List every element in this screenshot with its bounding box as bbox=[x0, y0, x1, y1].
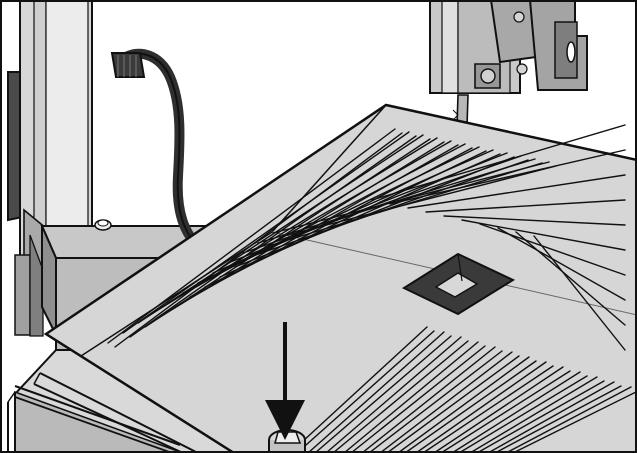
right-table-slot bbox=[425, 199, 626, 213]
right-table-slot bbox=[407, 174, 626, 209]
miter-slot-rail bbox=[7, 372, 199, 453]
table-slots bbox=[107, 124, 637, 453]
throat-plate bbox=[401, 252, 516, 316]
lower-table-slot bbox=[505, 386, 632, 453]
base-bolt bbox=[94, 219, 112, 231]
lower-table-slot-pair bbox=[440, 370, 571, 453]
lower-table-slot-pair bbox=[476, 380, 605, 453]
table-lock-knob bbox=[268, 429, 306, 453]
right-table-slot bbox=[371, 124, 626, 201]
power-cord bbox=[110, 48, 206, 254]
right-table-slot bbox=[497, 227, 626, 301]
lower-table-slot bbox=[361, 346, 496, 453]
lower-table-slot bbox=[307, 331, 445, 453]
lower-table-slot bbox=[343, 341, 479, 453]
upper-table-slot bbox=[107, 128, 396, 344]
lower-table-slot-pair bbox=[458, 375, 588, 453]
right-table-slot bbox=[515, 231, 626, 326]
upper-table-slot bbox=[122, 131, 410, 334]
lower-table-slot-pair bbox=[386, 355, 520, 453]
lower-table-slot-pair bbox=[512, 390, 637, 453]
upper-table-slot-pair bbox=[129, 135, 417, 338]
right-table-slot bbox=[479, 223, 626, 276]
lower-table-slot-pair bbox=[422, 365, 554, 453]
lower-table-slot-pair bbox=[350, 345, 486, 453]
right-table-slot bbox=[533, 235, 626, 351]
right-table-slot bbox=[461, 219, 626, 251]
lower-table-slot bbox=[433, 366, 564, 453]
upper-table-slot bbox=[272, 161, 550, 234]
right-table-slot bbox=[389, 149, 626, 205]
lower-table-slot-pair bbox=[296, 330, 435, 453]
lower-table-slot bbox=[469, 376, 598, 453]
lower-table-slot bbox=[415, 361, 547, 453]
lower-table-slot-pair bbox=[404, 360, 537, 453]
lower-table-slot bbox=[451, 371, 581, 453]
slotted-work-table bbox=[43, 103, 637, 453]
upper-table-slot bbox=[212, 149, 494, 274]
upper-table-slot bbox=[197, 146, 480, 284]
lower-table-slot bbox=[397, 356, 530, 453]
upper-table-slot-pair bbox=[114, 132, 403, 348]
lower-table-slot bbox=[325, 336, 462, 453]
lower-table-slot-pair bbox=[494, 385, 622, 453]
lower-table-slot-pair bbox=[368, 350, 503, 453]
lower-table-slot-pair bbox=[314, 335, 452, 453]
lower-table-slot bbox=[289, 326, 428, 453]
blade-guide-assembly bbox=[429, 0, 588, 94]
lower-table-slot-pair bbox=[332, 340, 469, 453]
lower-table-slot bbox=[379, 351, 513, 453]
lower-table-slot bbox=[487, 381, 615, 453]
upper-table-slot-pair bbox=[279, 165, 557, 238]
right-table-slot bbox=[443, 215, 626, 226]
